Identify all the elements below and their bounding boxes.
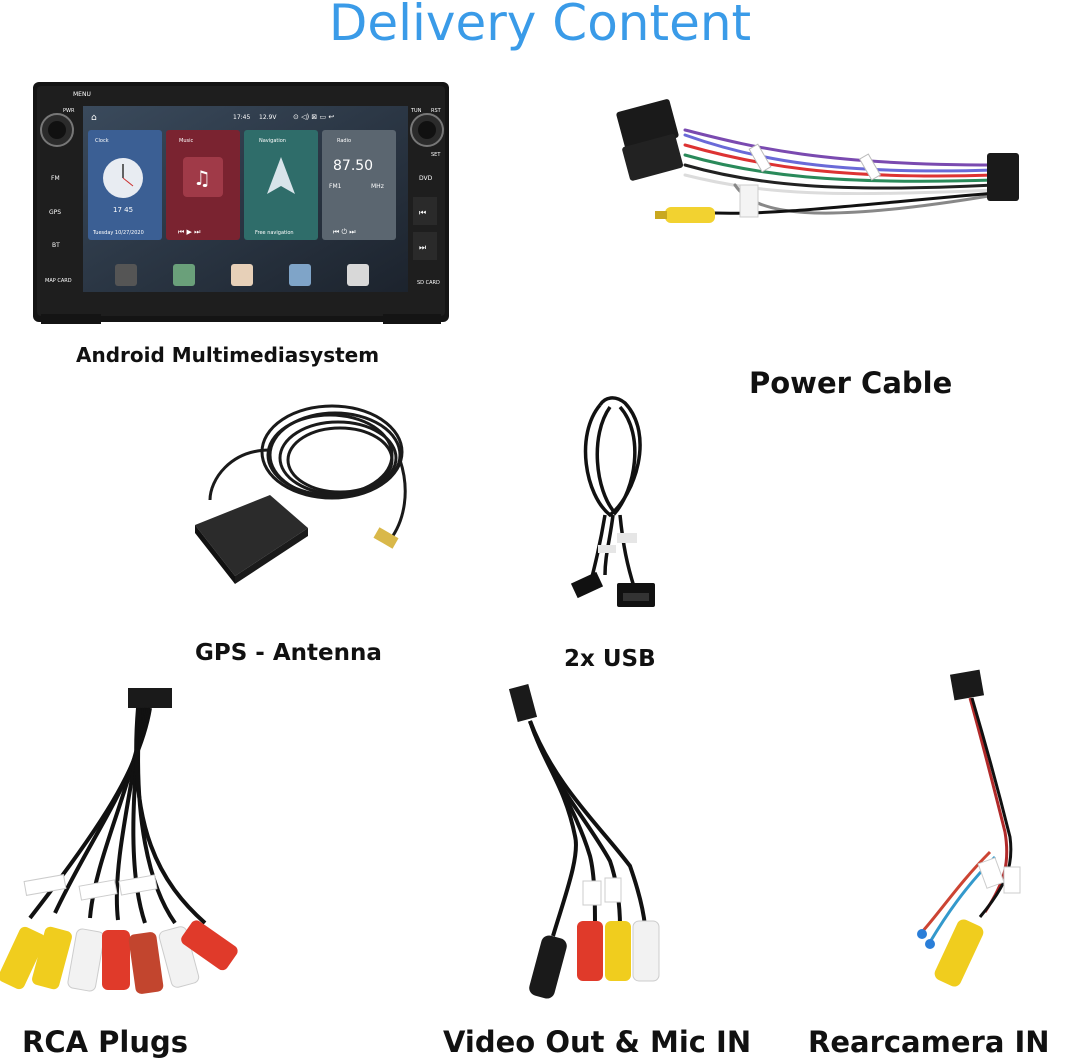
- rearcamera-rca-plug: [934, 919, 984, 987]
- gps-puck: [195, 495, 308, 576]
- radio-controls: ⏮ ⏻ ⏭: [333, 228, 356, 236]
- home-icon: ⌂: [91, 113, 97, 123]
- rca-yellow-plug: [665, 207, 715, 223]
- music-note-icon: ♫: [193, 166, 211, 190]
- svg-text:⏮: ⏮: [419, 208, 426, 217]
- rearcamera-image: [917, 669, 1021, 987]
- radio-tile-unit: MHz: [371, 183, 384, 190]
- music-controls: ⏮ ▶ ⏭: [178, 228, 201, 236]
- bezel-tun: TUN: [410, 108, 422, 114]
- rca-caption: RCA Plugs: [22, 1025, 189, 1059]
- clock-tile-label: Clock: [95, 138, 109, 144]
- rearcamera-caption: Rearcamera IN: [808, 1025, 1050, 1059]
- video-mic-caption: Video Out & Mic IN: [443, 1025, 752, 1059]
- bezel-set: SET: [431, 152, 441, 158]
- radio-tile-freq: 87.50: [333, 158, 373, 174]
- gps-antenna-image: [195, 404, 407, 584]
- navigation-tile-label: Navigation: [259, 138, 286, 144]
- bezel-dvd: DVD: [419, 175, 433, 182]
- page-title: Delivery Content: [328, 0, 752, 52]
- rca-plugs-image: [0, 688, 238, 994]
- usb-cable-image: [570, 396, 655, 607]
- status-voltage: 12.9V: [259, 114, 277, 121]
- navigation-arrow-icon: [267, 157, 295, 194]
- usb-caption: 2x USB: [564, 646, 656, 672]
- clock-tile-time: 17 45: [113, 206, 133, 214]
- gps-antenna-caption: GPS - Antenna: [195, 640, 382, 666]
- music-tile-label: Music: [179, 138, 193, 144]
- iso-connector-2: [622, 134, 684, 181]
- bezel-gps: GPS: [49, 209, 61, 216]
- sma-connector: [373, 527, 399, 549]
- bezel-menu: MENU: [73, 91, 91, 98]
- mic-jack: [529, 935, 567, 999]
- bezel-fm: FM: [51, 175, 60, 182]
- svg-text:⏭: ⏭: [419, 243, 426, 252]
- clock-tile-date: Tuesday 10/27/2020: [92, 230, 144, 236]
- bezel-rst: RST: [431, 108, 442, 114]
- bezel-bt: BT: [52, 242, 60, 249]
- video-mic-image: [508, 683, 660, 999]
- bezel-map: MAP CARD: [45, 278, 72, 284]
- status-time: 17:45: [233, 114, 250, 121]
- video-harness-connector: [508, 683, 538, 723]
- radio-tile: [322, 130, 396, 240]
- power-cable-image: [616, 99, 1019, 223]
- power-cable-caption: Power Cable: [749, 366, 953, 400]
- head-unit-caption: Android Multimediasystem: [76, 343, 380, 367]
- bezel-pwr: PWR: [63, 108, 75, 114]
- harness-connector: [987, 153, 1019, 201]
- navigation-tile-footer: Free navigation: [255, 230, 294, 236]
- status-icons: ⊙ ◁) ⊠ ▭ ↩: [293, 113, 334, 121]
- bezel-sd: SD CARD: [417, 280, 440, 286]
- usb-plug-1: [570, 571, 604, 599]
- head-unit-image: MENU PWR FM GPS BT MAP CARD TUN RST SET …: [33, 82, 449, 324]
- rca-harness-connector: [128, 688, 172, 708]
- rearcamera-connector: [949, 669, 985, 701]
- radio-tile-band: FM1: [329, 183, 342, 190]
- radio-tile-label: Radio: [337, 138, 351, 144]
